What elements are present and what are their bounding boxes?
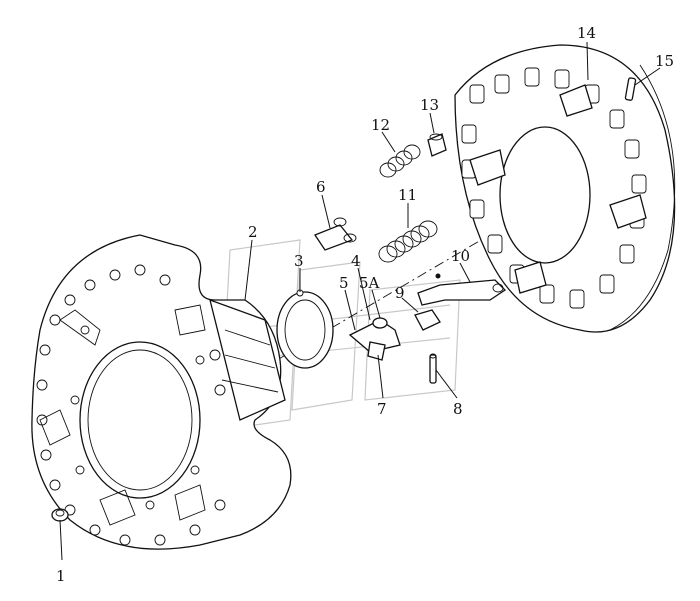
callout-9: 9: [395, 284, 405, 302]
callout-15: 15: [655, 52, 674, 70]
callout-labels: 1 2 3 4 5 5A 6 7 8 9 10 11 12 13 14 15: [56, 24, 674, 585]
drive-pin: [624, 77, 637, 101]
plate-center-opening: [499, 126, 591, 264]
eyebolt-strut: [348, 317, 401, 361]
callout-2: 2: [248, 223, 258, 241]
release-lever: [414, 273, 507, 331]
cover-center-opening: [79, 341, 201, 499]
callout-11: 11: [398, 186, 417, 204]
callout-5a: 5A: [359, 274, 380, 292]
callout-10: 10: [451, 247, 470, 265]
retainer-ring: [276, 289, 334, 369]
callout-13: 13: [420, 96, 439, 114]
callout-14: 14: [577, 24, 596, 42]
callout-8: 8: [453, 400, 463, 418]
leader-lines: [59, 41, 661, 561]
callout-7: 7: [377, 400, 387, 418]
callout-1: 1: [56, 567, 66, 585]
callout-6: 6: [316, 178, 326, 196]
nut: [51, 508, 69, 522]
pressure-spring-large: [378, 220, 438, 263]
callout-4: 4: [351, 252, 361, 270]
cover-holes: [36, 264, 226, 546]
callout-5: 5: [339, 274, 349, 292]
callout-12: 12: [371, 116, 390, 134]
spring-clip: [314, 217, 357, 251]
center-axis-line: [89, 169, 601, 471]
lever-pin: [429, 353, 437, 384]
callout-3: 3: [294, 252, 304, 270]
spring-cup: [427, 133, 447, 157]
pressure-spring-small: [379, 144, 421, 178]
clutch-cover: [31, 234, 292, 550]
pressure-plate: [454, 44, 676, 333]
